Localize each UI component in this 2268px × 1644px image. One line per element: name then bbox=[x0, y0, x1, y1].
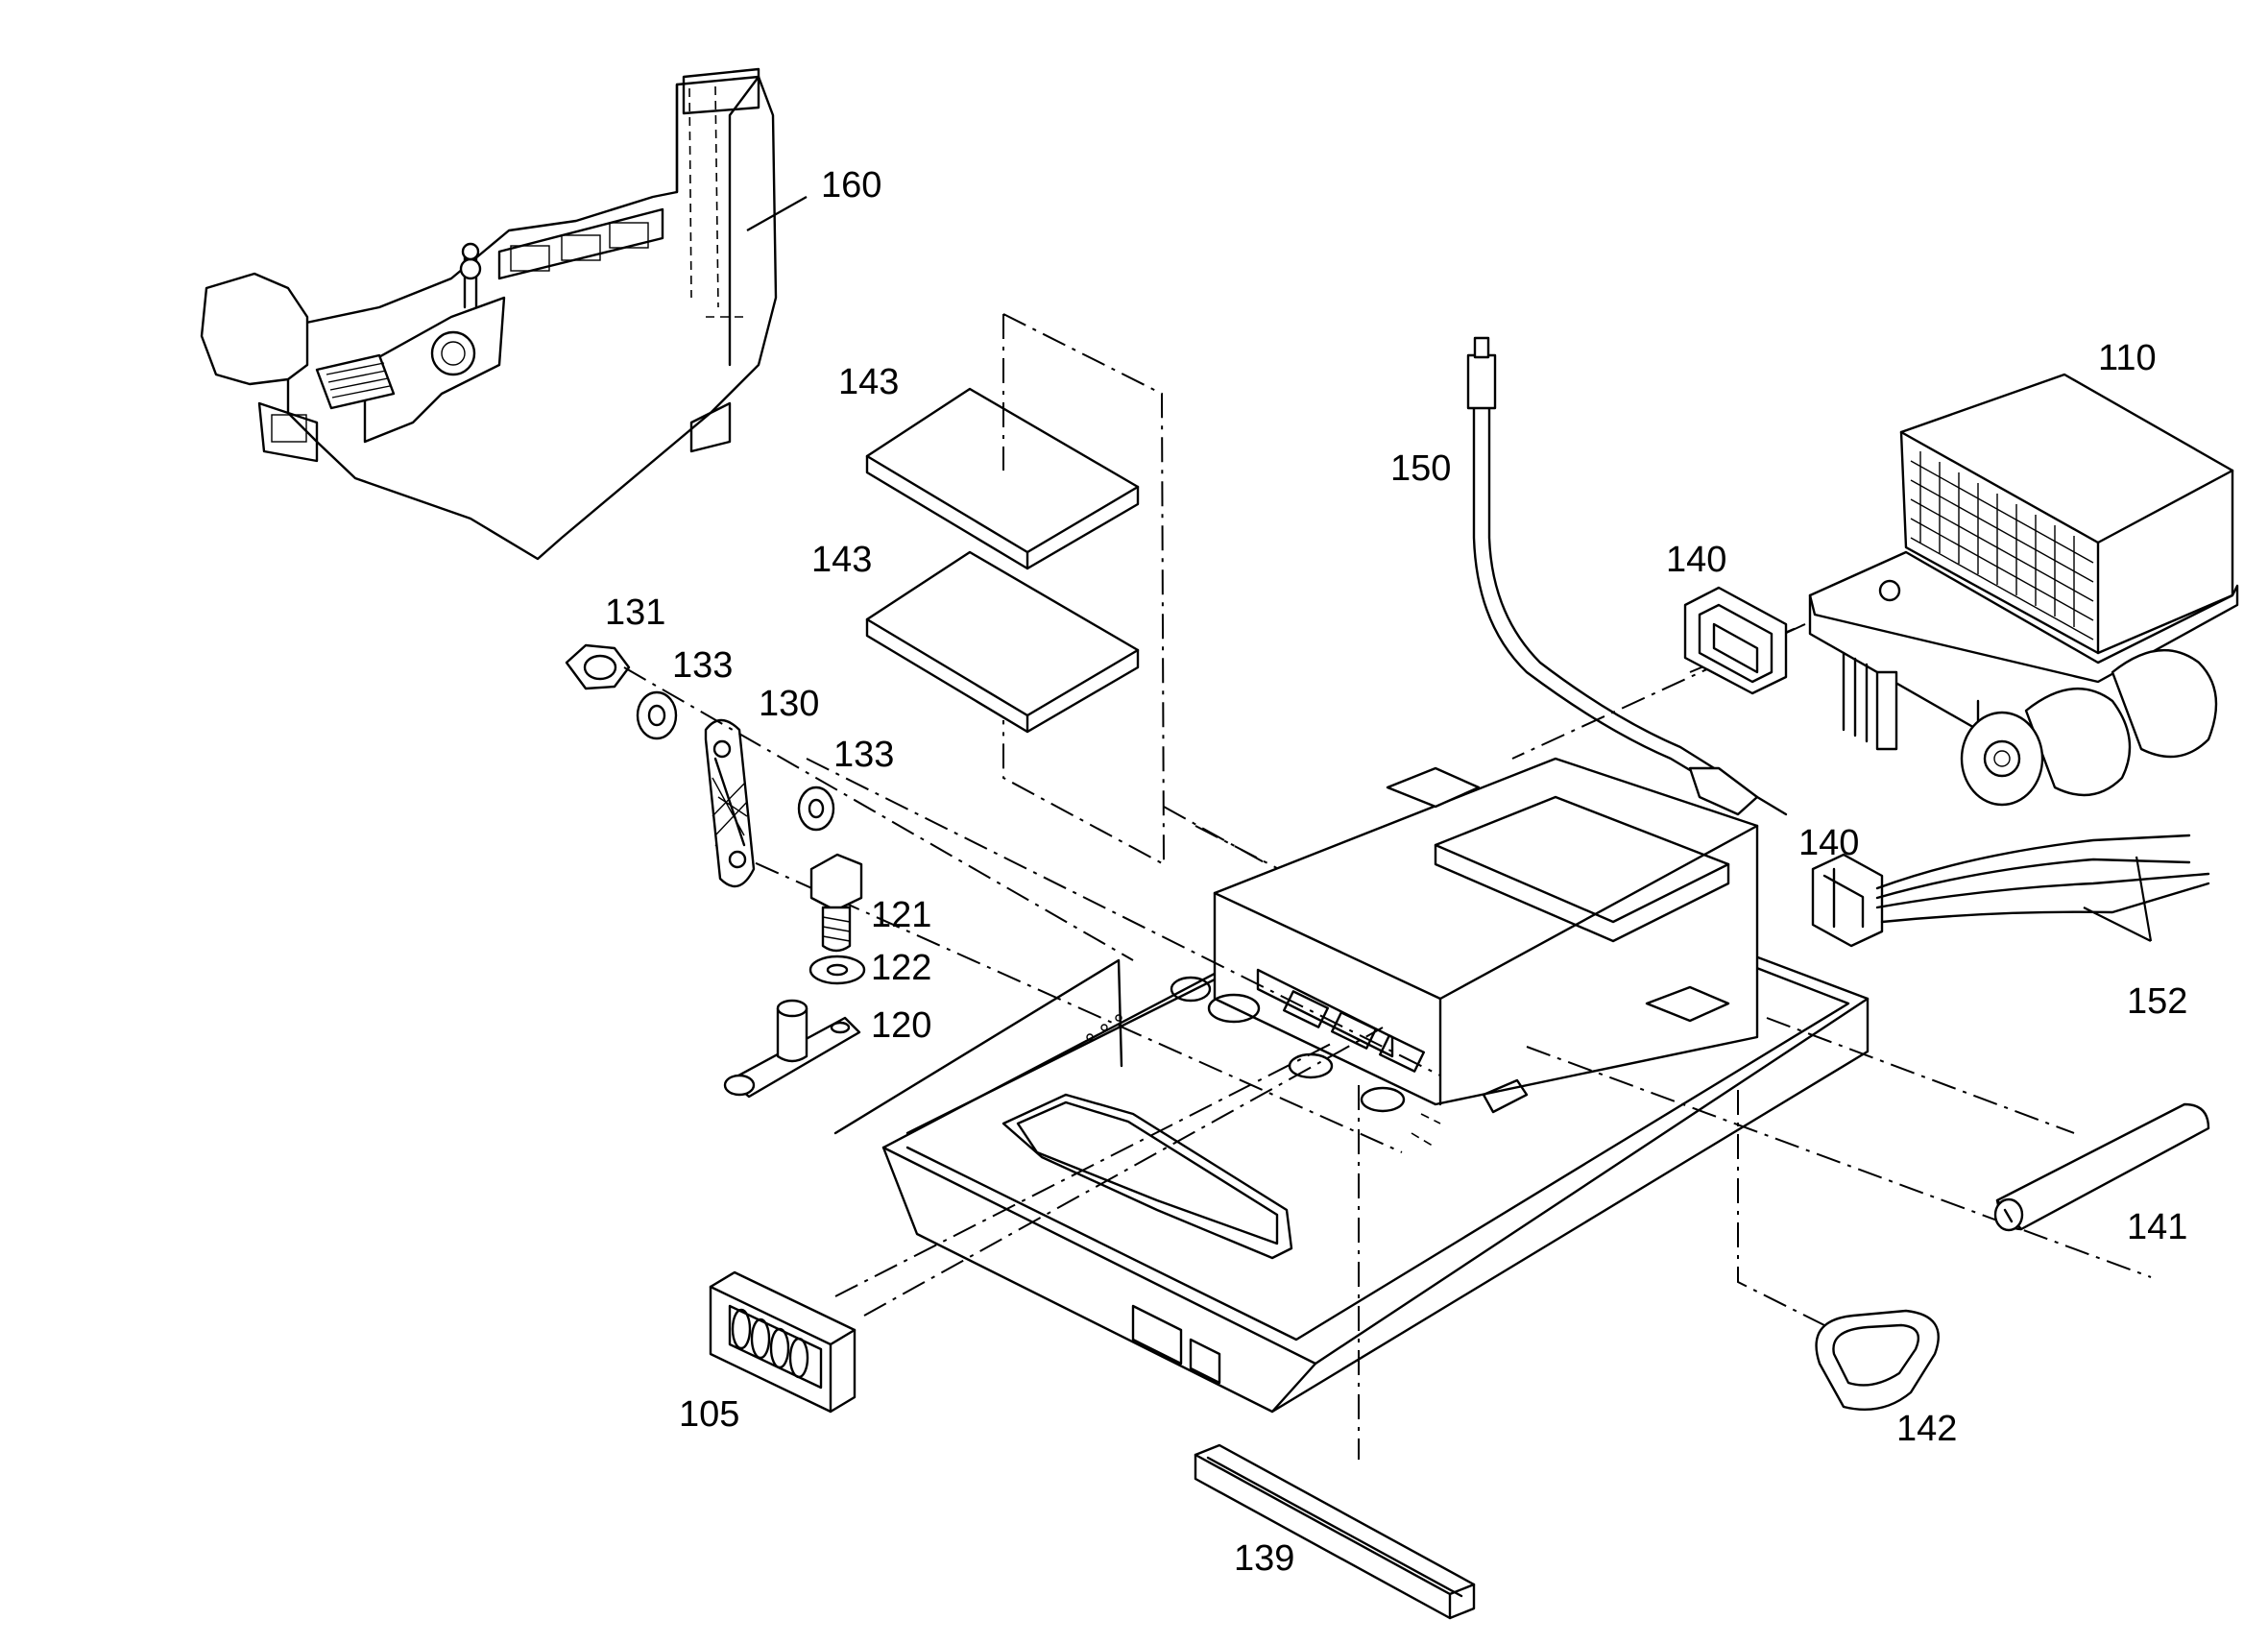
part-141-seal-strip bbox=[1993, 1102, 2210, 1232]
callout-122: 122 bbox=[871, 948, 931, 988]
part-131-nut bbox=[565, 643, 631, 690]
callout-160: 160 bbox=[821, 165, 881, 206]
part-base-plate bbox=[714, 757, 2152, 1460]
part-122-washer bbox=[808, 955, 866, 985]
callout-121: 121 bbox=[871, 895, 931, 935]
callout-152: 152 bbox=[2127, 981, 2187, 1022]
part-121-bolt bbox=[809, 853, 863, 953]
part-105-connector bbox=[709, 1270, 857, 1414]
callout-120: 120 bbox=[871, 1005, 931, 1046]
part-133-washer-b bbox=[797, 786, 835, 832]
callout-142: 142 bbox=[1896, 1409, 1957, 1449]
callout-143-top: 143 bbox=[838, 362, 899, 402]
part-140-grommet-top bbox=[1683, 586, 1788, 695]
callout-139: 139 bbox=[1234, 1538, 1294, 1579]
part-130-link-plate bbox=[704, 718, 756, 888]
callout-130: 130 bbox=[759, 684, 819, 724]
callout-150: 150 bbox=[1390, 448, 1451, 489]
part-160-seat-console bbox=[200, 67, 808, 561]
callout-143-bottom: 143 bbox=[811, 540, 872, 580]
part-142-oval-grommet bbox=[1815, 1309, 1940, 1411]
part-152-cables bbox=[1875, 834, 2210, 942]
callout-105: 105 bbox=[679, 1394, 739, 1435]
vent-grid bbox=[1910, 451, 2094, 641]
callout-131: 131 bbox=[605, 592, 665, 633]
part-139-edge-strip bbox=[1194, 1443, 1476, 1620]
part-150-cable bbox=[1466, 336, 1806, 816]
callout-110: 110 bbox=[2098, 338, 2157, 378]
part-143-pads bbox=[865, 313, 1326, 894]
callout-133-a: 133 bbox=[672, 645, 733, 686]
callout-141: 141 bbox=[2127, 1207, 2187, 1247]
seat-grid bbox=[326, 362, 391, 399]
part-120-bracket bbox=[723, 999, 861, 1099]
part-140-grommet-right bbox=[1811, 853, 1884, 948]
callout-140-top: 140 bbox=[1666, 540, 1726, 580]
callout-133-b: 133 bbox=[833, 735, 894, 775]
callout-140-right: 140 bbox=[1798, 823, 1859, 863]
part-110-motor-unit bbox=[1808, 373, 2239, 807]
part-133-washer-a bbox=[636, 690, 678, 740]
